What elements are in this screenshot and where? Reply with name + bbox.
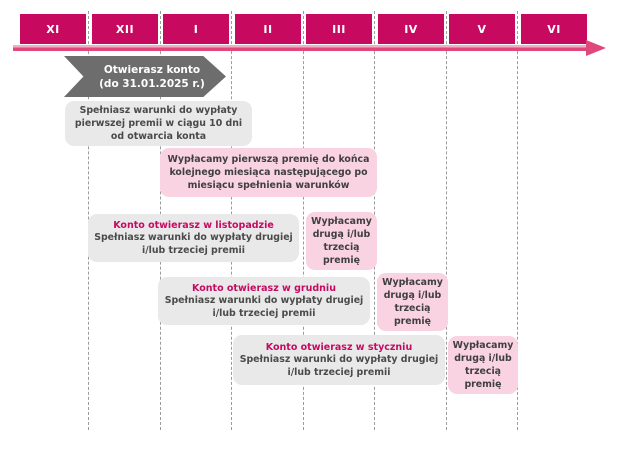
timeline-arrow-shaft [13, 45, 588, 51]
open-account-banner: Otwierasz konto (do 31.01.2025 r.) [64, 56, 226, 97]
month-cell-xii: XII [92, 14, 158, 44]
payout-box-december: Wypłacamy drugą i/lub trzecią premię [377, 273, 448, 331]
open-december-box: Konto otwierasz w grudniu Spełniasz waru… [158, 277, 370, 325]
open-december-body: Spełniasz warunki do wypłaty drugiej i/l… [164, 295, 364, 319]
open-account-banner-line1: Otwierasz konto [103, 63, 201, 76]
timeline-arrowhead-icon [586, 40, 606, 56]
month-cell-i: I [163, 14, 229, 44]
column-divider [303, 11, 304, 430]
month-cell-ii: II [235, 14, 301, 44]
month-cell-v: V [449, 14, 515, 44]
month-cell-vi: VI [521, 14, 587, 44]
column-divider [446, 11, 447, 430]
first-premium-payout-text: Wypłacamy pierwszą premię do końca kolej… [167, 154, 370, 191]
payout-box-december-text: Wypłacamy drugą i/lub trzecią premię [382, 277, 443, 327]
open-account-banner-line2: (do 31.01.2025 r.) [99, 77, 205, 90]
first-premium-conditions-box: Spełniasz warunki do wypłaty pierwszej p… [65, 101, 252, 146]
month-cell-iv: IV [378, 14, 444, 44]
first-premium-conditions-text: Spełniasz warunki do wypłaty pierwszej p… [74, 105, 243, 142]
payout-box-november: Wypłacamy drugą i/lub trzecią premię [306, 212, 377, 270]
open-november-body: Spełniasz warunki do wypłaty drugiej i/l… [94, 232, 293, 256]
column-divider [517, 11, 518, 430]
open-january-title: Konto otwierasz w styczniu [265, 342, 413, 353]
open-november-title: Konto otwierasz w listopadzie [113, 220, 274, 231]
payout-box-january: Wypłacamy drugą i/lub trzecią premię [448, 336, 518, 394]
payout-box-january-text: Wypłacamy drugą i/lub trzecią premię [452, 340, 514, 390]
payout-box-november-text: Wypłacamy drugą i/lub trzecią premię [311, 216, 372, 266]
open-december-title: Konto otwierasz w grudniu [192, 283, 336, 294]
month-cell-xi: XI [20, 14, 86, 44]
open-november-box: Konto otwierasz w listopadzie Spełniasz … [88, 214, 299, 262]
first-premium-payout-box: Wypłacamy pierwszą premię do końca kolej… [160, 148, 377, 197]
open-january-box: Konto otwierasz w styczniu Spełniasz war… [233, 335, 445, 385]
month-cell-iii: III [306, 14, 372, 44]
open-january-body: Spełniasz warunki do wypłaty drugiej i/l… [239, 354, 439, 378]
